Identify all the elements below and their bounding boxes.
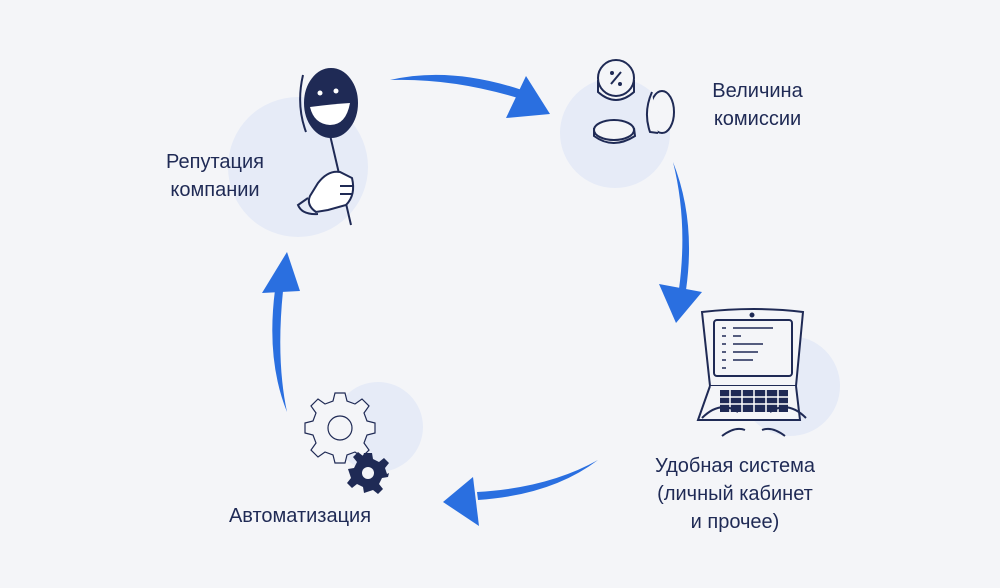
- label-line: Величина: [712, 80, 803, 102]
- coins-icon: [593, 59, 675, 144]
- label-automation: Автоматизация: [205, 502, 395, 530]
- laptop-icon: [696, 308, 807, 437]
- arrow-commission-to-system: [659, 162, 702, 323]
- label-line: Удобная система: [654, 455, 816, 477]
- label-commission: Величина комиссии: [695, 77, 820, 133]
- label-line: Автоматизация: [228, 505, 372, 527]
- label-line: компании: [170, 179, 260, 201]
- arrow-reputation-to-commission: [390, 74, 550, 118]
- label-system: Удобная система (личный кабинет и прочее…: [625, 452, 845, 536]
- arrow-system-to-automation: [443, 460, 598, 526]
- arrow-automation-to-reputation: [262, 252, 300, 412]
- gears-icon: [304, 392, 389, 494]
- label-line: Репутация: [166, 151, 264, 173]
- label-line: и прочее): [690, 511, 780, 533]
- label-reputation: Репутация компании: [150, 148, 280, 204]
- label-line: (личный кабинет: [657, 483, 813, 505]
- smiley-sign-icon: [296, 68, 358, 226]
- label-line: комиссии: [713, 108, 802, 130]
